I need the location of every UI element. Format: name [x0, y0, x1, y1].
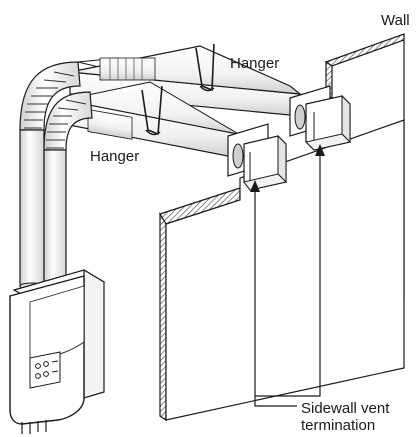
vertical-pipes [19, 129, 67, 290]
sidewall-label-line2: termination [301, 417, 376, 434]
hanger-lower [141, 85, 163, 136]
upper-horizontal-pipe [69, 45, 302, 117]
hanger-lower-label: Hanger [90, 148, 140, 165]
lower-vent-termination [227, 123, 287, 191]
sidewall-vent-termination-label: Sidewall vent termination [301, 400, 389, 434]
upper-vent-termination [289, 85, 351, 151]
elbow-fittings [19, 61, 93, 151]
hanger-upper [195, 43, 215, 92]
front-wall [159, 119, 405, 422]
sidewall-label-line1: Sidewall vent [301, 400, 390, 417]
hanger-upper-label: Hanger [230, 55, 280, 72]
water-heater [9, 268, 106, 434]
wall-label: Wall [381, 12, 410, 29]
termination-leader-lines [250, 144, 325, 407]
